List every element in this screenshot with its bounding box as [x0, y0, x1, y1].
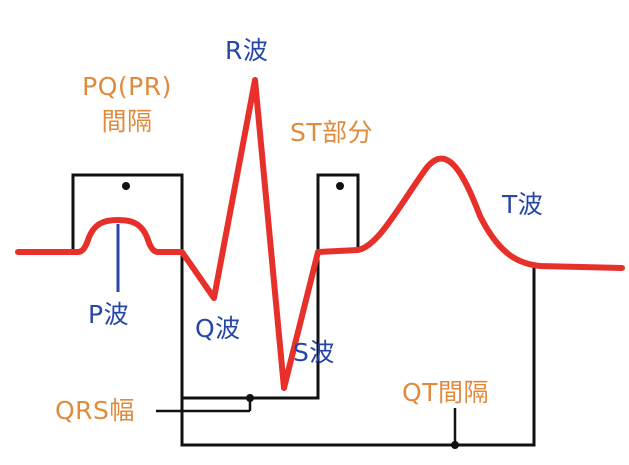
qrs-width-label: QRS幅 — [55, 396, 135, 425]
st-segment-bracket — [316, 173, 360, 252]
t-wave-label: T波 — [502, 190, 544, 219]
qt-interval-marker — [451, 441, 459, 449]
st-segment-label: ST部分 — [290, 118, 374, 147]
p-wave-label: P波 — [88, 300, 130, 329]
s-wave-label: S波 — [293, 338, 335, 367]
pq-interval-label-line2: 間隔 — [101, 107, 153, 136]
pq-interval-marker — [122, 182, 130, 190]
pq-interval-label-line1: PQ(PR) — [82, 72, 172, 101]
r-wave-label: R波 — [225, 36, 269, 65]
qt-interval-bracket — [180, 266, 536, 447]
qrs-width-marker — [246, 394, 254, 402]
q-wave-label: Q波 — [195, 314, 241, 343]
st-segment-marker — [336, 182, 344, 190]
qt-interval-label: QT間隔 — [402, 378, 489, 407]
pq-interval-bracket — [71, 173, 184, 252]
ecg-waveform — [15, 77, 625, 391]
